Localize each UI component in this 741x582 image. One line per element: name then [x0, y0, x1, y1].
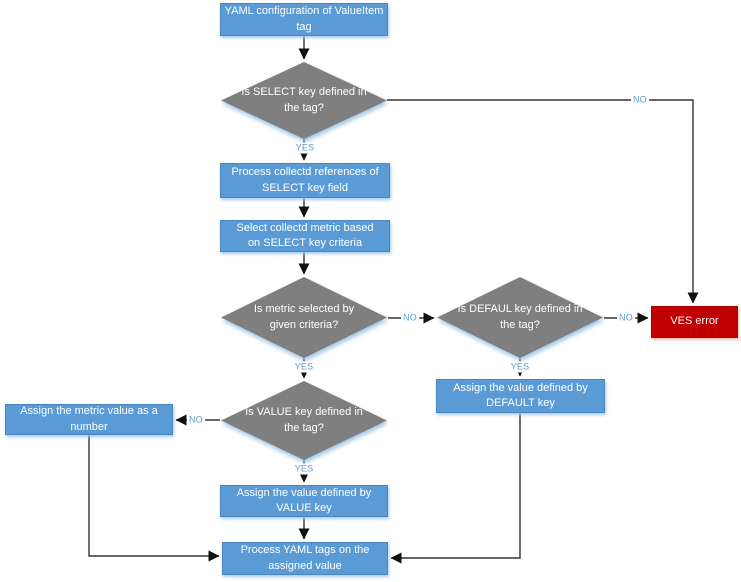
node-assign-metric-number-label: Assign the metric value as a number [20, 405, 158, 433]
default-key-decision-shape: Is DEFAUL key defined in the tag? [437, 277, 603, 358]
edge-label-select-yes: YES [293, 142, 317, 154]
node-process-references-label: Process collectd references of SELECT ke… [231, 166, 379, 194]
connector-assign-default-to-process-yaml-tags [390, 413, 521, 564]
select-key-decision-label: Is SELECT key defined in the tag? [241, 86, 367, 114]
node-assign-metric-number: Assign the metric value as a number [5, 404, 173, 435]
node-ves-error-label: VES error [670, 315, 719, 328]
default-key-decision-label: Is DEFAUL key defined in the tag? [457, 303, 583, 331]
node-select-metric-label: Select collectd metric based on SELECT k… [236, 221, 374, 249]
connector-select-no-to-ves-error [387, 99, 699, 304]
node-assign-default-label: Assign the value defined by DEFAULT key [453, 381, 588, 409]
node-process-references: Process collectd references of SELECT ke… [220, 163, 390, 198]
node-metric-selected-decision: Is metric selected by given criteria? [221, 277, 387, 358]
metric-selected-decision-label: Is metric selected by given criteria? [253, 303, 355, 331]
connector-assign-metric-to-process-yaml-tags [88, 435, 220, 562]
node-process-yaml-tags-label: Process YAML tags on the assigned value [240, 544, 370, 572]
edge-label-metric-yes: YES [292, 361, 316, 373]
node-process-yaml-tags: Process YAML tags on the assigned value [222, 542, 388, 575]
value-key-decision-label: Is VALUE key defined in the tag? [245, 406, 363, 434]
node-select-key-decision: Is SELECT key defined in the tag? [221, 62, 387, 139]
node-ves-error: VES error [651, 306, 738, 338]
node-start: YAML configuration of ValueItem tag [220, 3, 388, 36]
edge-label-default-yes: YES [508, 361, 532, 373]
node-value-key-decision: Is VALUE key defined in the tag? [221, 381, 387, 460]
edge-label-default-no: NO [617, 312, 635, 324]
edge-label-value-yes: YES [292, 463, 316, 475]
edge-label-select-no: NO [631, 94, 649, 106]
select-key-decision-shape: Is SELECT key defined in the tag? [221, 62, 387, 139]
edge-label-value-no: NO [187, 414, 205, 426]
node-default-key-decision: Is DEFAUL key defined in the tag? [437, 277, 603, 358]
node-assign-value: Assign the value defined by VALUE key [220, 485, 388, 517]
node-assign-value-label: Assign the value defined by VALUE key [236, 486, 372, 514]
metric-selected-decision-shape: Is metric selected by given criteria? [221, 277, 387, 358]
node-start-label: YAML configuration of ValueItem tag [224, 5, 384, 33]
node-assign-default: Assign the value defined by DEFAULT key [436, 379, 605, 413]
edge-label-metric-no: NO [401, 312, 419, 324]
value-key-decision-shape: Is VALUE key defined in the tag? [221, 381, 387, 460]
node-select-metric: Select collectd metric based on SELECT k… [220, 220, 390, 252]
